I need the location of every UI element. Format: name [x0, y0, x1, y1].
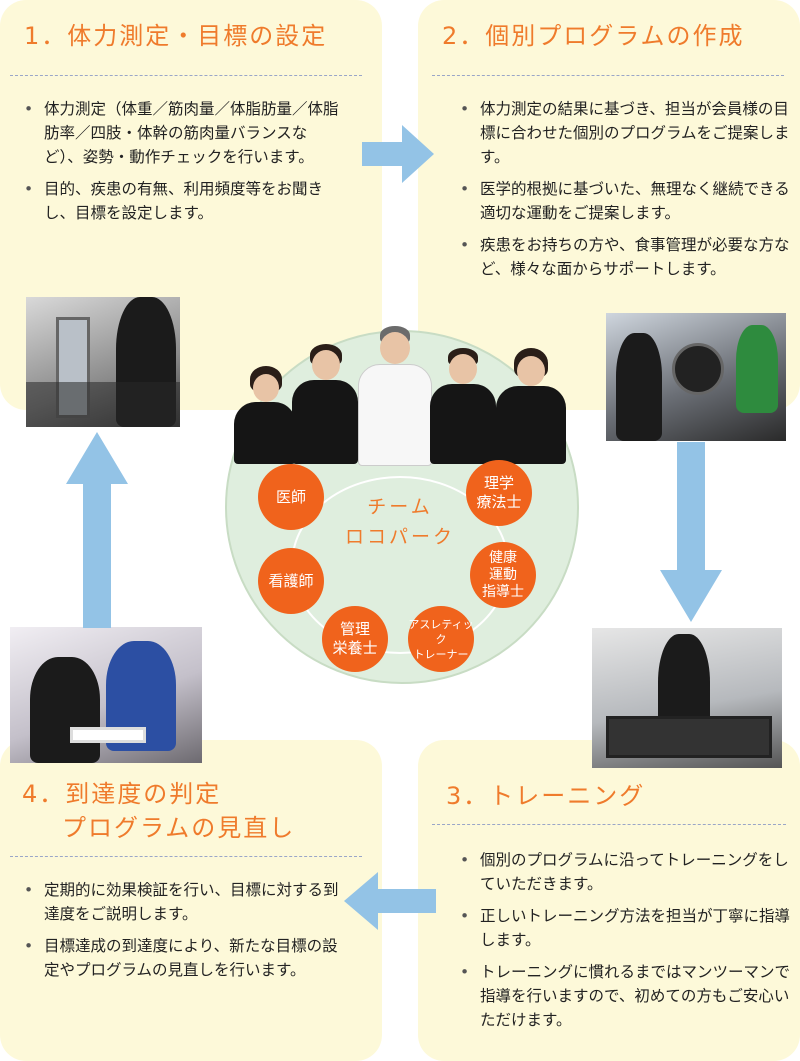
step-3-bullets: 個別のプログラムに沿ってトレーニングをしていただきます。 正しいトレーニング方法…: [456, 848, 794, 1040]
arrow-up-icon: [66, 432, 128, 628]
step-4-title: 4．到達度の判定: [22, 780, 222, 808]
team-member: [430, 348, 496, 464]
list-item: 体力測定の結果に基づき、担当が会員様の目標に合わせた個別のプログラムをご提案しま…: [456, 97, 794, 169]
divider: [432, 75, 784, 76]
step-3-title: 3．トレーニング: [446, 782, 646, 810]
team-photo: [226, 318, 576, 466]
list-item: 目的、疾患の有無、利用頻度等をお聞きし、目標を設定します。: [20, 177, 342, 225]
role-athletic-trainer: アスレティック トレーナー: [408, 606, 474, 672]
role-health-exercise-instructor: 健康 運動 指導士: [470, 542, 536, 608]
step-1-bullets: 体力測定（体重／筋肉量／体脂肪量／体脂肪率／四肢・体幹の筋肉量バランスなど）、姿…: [20, 97, 342, 233]
list-item: トレーニングに慣れるまではマンツーマンで指導を行いますので、初めての方もご安心い…: [456, 960, 794, 1032]
photo-body-measurement: [26, 297, 180, 427]
team-member-doctor: [358, 326, 432, 466]
photo-evaluation-review: [10, 627, 202, 763]
list-item: 疾患をお持ちの方や、食事管理が必要な方など、様々な面からサポートします。: [456, 233, 794, 281]
list-item: 正しいトレーニング方法を担当が丁寧に指導します。: [456, 904, 794, 952]
photo-treadmill-training: [592, 628, 782, 768]
divider: [10, 856, 362, 857]
role-physical-therapist: 理学 療法士: [466, 460, 532, 526]
arrow-down-icon: [660, 442, 722, 622]
divider: [432, 824, 786, 825]
list-item: 目標達成の到達度により、新たな目標の設定やプログラムの見直しを行います。: [20, 934, 342, 982]
team-member: [496, 348, 566, 464]
list-item: 定期的に効果検証を行い、目標に対する到達度をご説明します。: [20, 878, 342, 926]
step-3-panel: 3．トレーニング 個別のプログラムに沿ってトレーニングをしていただきます。 正し…: [418, 740, 800, 1061]
step-4-panel: 4．到達度の判定 プログラムの見直し 定期的に効果検証を行い、目標に対する到達度…: [0, 740, 382, 1061]
divider: [10, 75, 362, 76]
role-dietitian: 管理 栄養士: [322, 606, 388, 672]
role-doctor: 医師: [258, 464, 324, 530]
team-name: チーム ロコパーク: [345, 496, 456, 548]
team-member: [292, 344, 358, 464]
role-nurse: 看護師: [258, 548, 324, 614]
step-4-subtitle: プログラムの見直し: [62, 814, 296, 842]
step-1-title: 1．体力測定・目標の設定: [24, 22, 328, 50]
step-2-bullets: 体力測定の結果に基づき、担当が会員様の目標に合わせた個別のプログラムをご提案しま…: [456, 97, 794, 289]
list-item: 個別のプログラムに沿ってトレーニングをしていただきます。: [456, 848, 794, 896]
arrow-right-icon: [362, 125, 434, 183]
photo-program-consultation: [606, 313, 786, 441]
arrow-left-icon: [344, 872, 436, 930]
list-item: 体力測定（体重／筋肉量／体脂肪量／体脂肪率／四肢・体幹の筋肉量バランスなど）、姿…: [20, 97, 342, 169]
step-4-bullets: 定期的に効果検証を行い、目標に対する到達度をご説明します。 目標達成の到達度によ…: [20, 878, 342, 990]
list-item: 医学的根拠に基づいた、無理なく継続できる適切な運動をご提案します。: [456, 177, 794, 225]
step-2-title: 2．個別プログラムの作成: [442, 22, 745, 50]
team-member: [234, 366, 296, 464]
